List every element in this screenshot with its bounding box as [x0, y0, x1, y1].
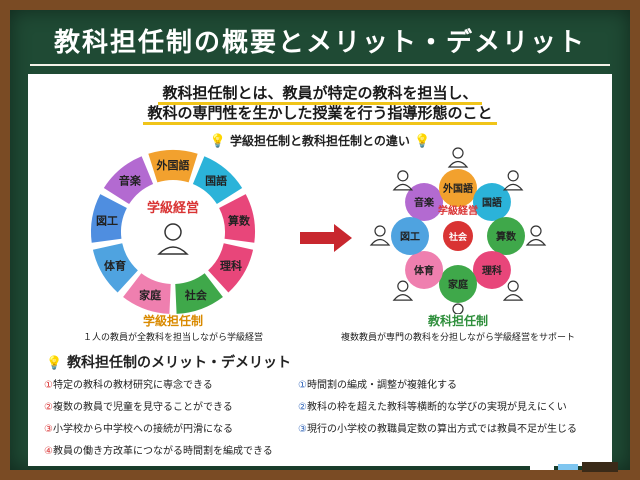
subject-circle	[487, 217, 525, 255]
subject-segment	[103, 156, 154, 205]
lightbulb-icon: 💡	[46, 356, 63, 371]
comparison-heading-text: 学級担任制と教科担任制との違い	[230, 134, 410, 148]
subject-label: 理科	[482, 264, 502, 277]
subject-label: 国語	[482, 196, 502, 209]
subject-circle	[439, 265, 477, 303]
lightbulb-icon: 💡	[414, 134, 431, 149]
chalkboard: 教科担任制の概要とメリット・デメリット 教科担任制とは、教員が特定の教科を担当し…	[10, 10, 630, 472]
subject-label: 理科	[220, 259, 242, 273]
subject-circle	[472, 183, 511, 222]
teacher-icon	[392, 170, 414, 191]
subject-label: 国語	[205, 174, 227, 188]
subject-label: 図工	[96, 213, 118, 227]
subject-segment	[192, 156, 243, 205]
list-item: ①特定の教科の教材研究に専念できる	[44, 380, 213, 391]
subject-teacher-description: 複数教員が専門の教科を分担しながら学級経営をサポート	[340, 333, 575, 343]
subject-segment	[123, 273, 171, 314]
lightbulb-icon: 💡	[209, 134, 226, 149]
center-subject-label: 社会	[448, 231, 468, 243]
teacher-icons	[369, 147, 547, 314]
center-teacher-icon	[157, 223, 189, 255]
left-center-label: 学級経営	[147, 200, 199, 216]
teacher-icon	[369, 225, 391, 246]
subject-teacher-caption: 教科担任制	[427, 314, 488, 328]
subject-segment	[148, 150, 198, 183]
list-item: ③現行の小学校の教職員定数の算出方式では教員不足が生じる	[298, 424, 577, 435]
title-underline	[30, 64, 610, 66]
content-card: 教科担任制とは、教員が特定の教科を担当し、 教科の専門性を生かした授業を行う指導…	[28, 74, 612, 466]
teacher-icon	[392, 280, 414, 301]
list-item: ②複数の教員で児童を見守ることができる	[44, 402, 233, 413]
definition-text-2: 教科の専門性を生かした授業を行う指導形態のこと	[143, 104, 497, 125]
subject-label: 音楽	[414, 196, 435, 209]
class-teacher-caption: 学級担任制	[142, 314, 203, 328]
subject-circle	[405, 250, 444, 289]
demerits-list: ①時間割の編成・調整が複雑化する ②教科の枠を超えた教科等横断的な学びの実現が見…	[298, 376, 598, 442]
subject-label: 図工	[400, 231, 420, 243]
subject-label: 家庭	[448, 278, 469, 291]
list-item: ①時間割の編成・調整が複雑化する	[298, 380, 457, 391]
subject-label: 算数	[227, 213, 251, 227]
definition-line-1: 教科担任制とは、教員が特定の教科を担当し、	[28, 82, 612, 105]
subject-segment	[175, 273, 223, 314]
page-title: 教科担任制の概要とメリット・デメリット	[53, 28, 586, 58]
comparison-heading: 💡 学級担任制と教科担任制との違い 💡	[28, 132, 612, 149]
subject-label: 音楽	[119, 174, 142, 188]
subject-segment	[219, 194, 255, 243]
subject-circle	[391, 217, 429, 255]
subject-segment	[91, 194, 127, 243]
subject-label: 外国語	[156, 158, 190, 172]
subject-label: 体育	[414, 264, 434, 277]
merits-list: ①特定の教科の教材研究に専念できる ②複数の教員で児童を見守ることができる ③小…	[44, 376, 314, 464]
teacher-icon	[502, 280, 524, 301]
section-heading: 💡 教科担任制のメリット・デメリット	[46, 352, 291, 372]
teacher-icon	[525, 225, 547, 246]
right-center-label: 学級経営	[438, 204, 478, 217]
subject-label: 家庭	[139, 288, 161, 302]
subject-label: 体育	[104, 259, 126, 273]
subject-circle	[439, 169, 477, 207]
teacher-icon	[452, 303, 464, 314]
list-item: ②教科の枠を超えた教科等横断的な学びの実現が見えにくい	[298, 402, 567, 413]
definition-line-2: 教科の専門性を生かした授業を行う指導形態のこと	[28, 102, 612, 125]
teacher-icon	[447, 147, 469, 168]
subject-label: 外国語	[442, 182, 473, 195]
teacher-icon	[502, 170, 524, 191]
subject-circle	[472, 250, 511, 289]
center-subject-circle	[443, 221, 473, 251]
arrow-icon	[300, 224, 352, 252]
section-heading-text: 教科担任制のメリット・デメリット	[67, 355, 292, 371]
chalk-icon	[530, 462, 618, 472]
subject-label: 社会	[184, 288, 208, 302]
subject-label: 算数	[495, 230, 517, 243]
class-teacher-description: １人の教員が全教科を担当しながら学級経営	[82, 333, 263, 343]
subject-segment	[92, 243, 138, 293]
subject-segment	[208, 243, 254, 293]
list-item: ③小学校から中学校への接続が円滑になる	[44, 424, 233, 435]
subject-circle	[405, 183, 444, 222]
list-item: ④教員の働き方改革につながる時間割を編成できる	[44, 446, 273, 457]
definition-text-1: 教科担任制とは、教員が特定の教科を担当し、	[158, 84, 482, 105]
